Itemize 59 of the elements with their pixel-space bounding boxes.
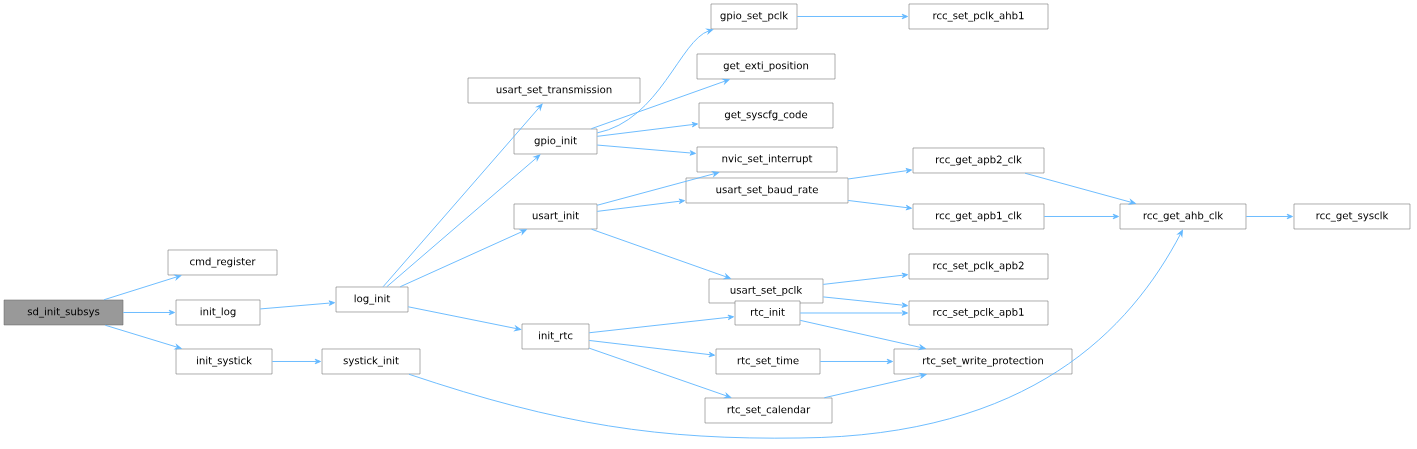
- arrow: [407, 306, 521, 332]
- arrow: [596, 121, 698, 137]
- function-box: rcc_set_pclk_apb2: [908, 253, 1049, 280]
- arrow: [819, 358, 893, 365]
- function-box: log_init: [335, 286, 409, 313]
- function-box: gpio_init: [513, 128, 598, 155]
- arrow: [847, 200, 912, 211]
- function-box: rcc_get_ahb_clk: [1119, 203, 1247, 230]
- arrow: [596, 28, 714, 134]
- arrow: [596, 144, 696, 156]
- function-box: usart_set_pclk: [708, 278, 824, 304]
- function-box: rcc_set_pclk_ahb1: [908, 3, 1049, 30]
- function-box: rcc_get_apb1_clk: [912, 203, 1045, 230]
- arrow: [588, 340, 715, 358]
- arrow: [271, 358, 321, 365]
- arrow: [796, 13, 908, 20]
- function-box: rtc_set_calendar: [704, 397, 833, 424]
- function-box: cmd_register: [167, 249, 278, 276]
- function-box: systick_init: [321, 348, 421, 375]
- function-box: rcc_set_pclk_apb1: [908, 300, 1049, 326]
- arrow: [103, 274, 182, 301]
- arrow: [596, 198, 685, 212]
- arrow: [847, 168, 912, 180]
- function-box: get_syscfg_code: [698, 102, 834, 129]
- arrow: [1024, 172, 1136, 205]
- arrow: [822, 296, 908, 308]
- function-box: rcc_get_sysclk: [1293, 203, 1411, 230]
- function-box: init_rtc: [521, 323, 590, 350]
- arrow: [596, 171, 719, 206]
- arrow: [822, 272, 908, 285]
- function-box: usart_init: [513, 203, 598, 230]
- arrow: [799, 319, 926, 350]
- function-box: rcc_get_apb2_clk: [912, 147, 1045, 174]
- function-box: rtc_init: [734, 300, 801, 326]
- function-box: get_exti_position: [696, 53, 836, 80]
- arrow: [799, 310, 908, 316]
- function-box: gpio_set_pclk: [710, 3, 798, 30]
- arrow: [1245, 213, 1293, 220]
- arrow: [1043, 213, 1119, 220]
- function-box: usart_set_baud_rate: [685, 177, 849, 204]
- root-function-box: sd_init_subsys: [3, 299, 124, 326]
- function-box: rtc_set_write_protection: [893, 348, 1073, 375]
- function-box: usart_set_transmission: [467, 77, 641, 104]
- arrow: [104, 324, 182, 350]
- arrow: [122, 309, 175, 316]
- arrow: [588, 347, 732, 399]
- arrow: [590, 78, 730, 130]
- arrow: [823, 373, 927, 399]
- arrow: [408, 229, 1183, 439]
- arrow: [588, 314, 734, 334]
- arrow: [399, 229, 527, 288]
- arrow: [386, 154, 541, 288]
- arrow: [259, 300, 335, 310]
- function-box: rtc_set_time: [715, 348, 821, 375]
- arrow: [382, 103, 543, 288]
- function-box: nvic_set_interrupt: [696, 146, 838, 173]
- arrow: [591, 228, 731, 280]
- function-box: init_systick: [175, 348, 273, 375]
- function-box: init_log: [175, 299, 261, 326]
